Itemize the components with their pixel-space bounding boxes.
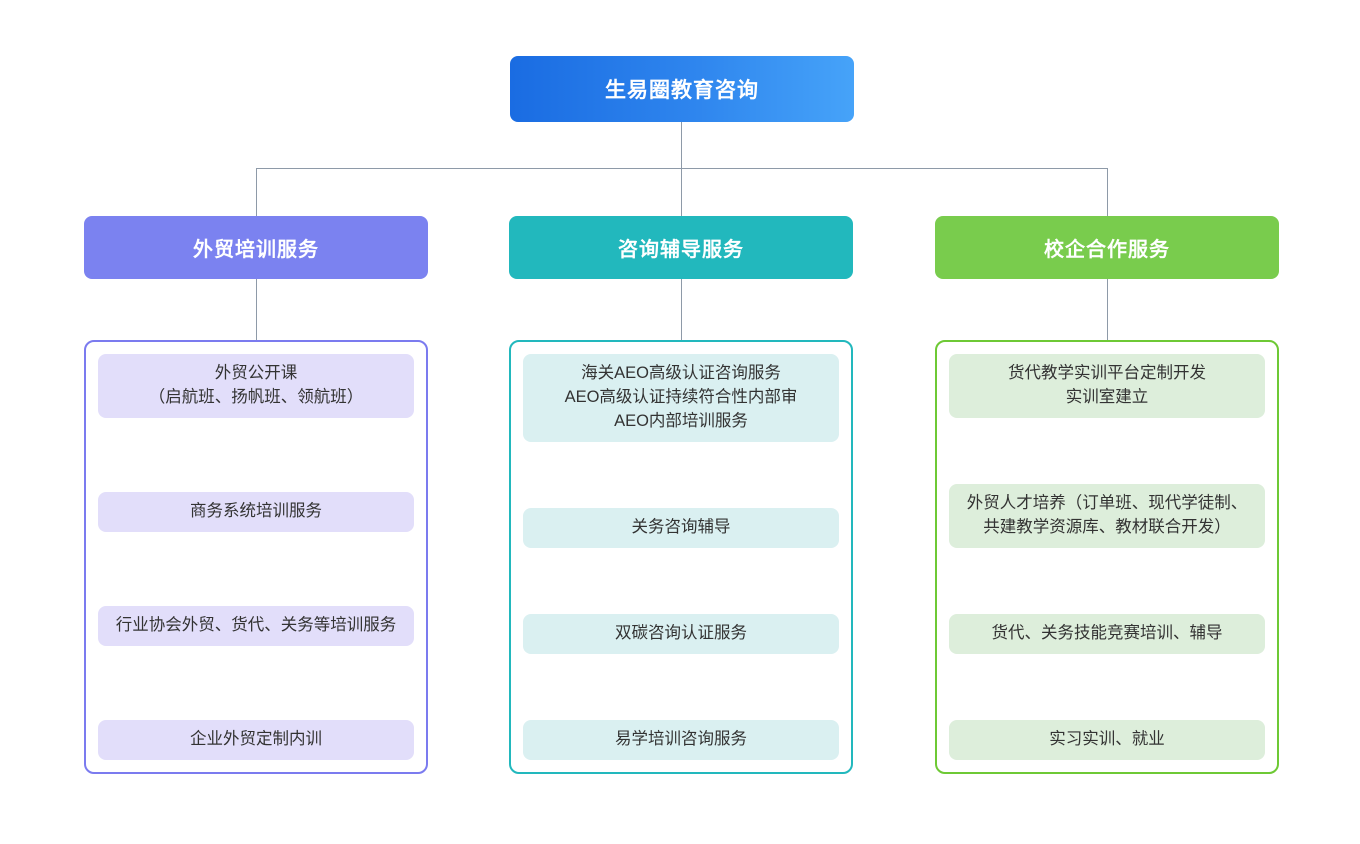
connector-header-to-panel-1 — [256, 279, 257, 340]
branch-column-2: 咨询辅导服务 海关AEO高级认证咨询服务 AEO高级认证持续符合性内部审 AEO… — [509, 216, 853, 774]
branch-1-item-3[interactable]: 行业协会外贸、货代、关务等培训服务 — [98, 606, 414, 646]
branch-2-item-4[interactable]: 易学培训咨询服务 — [523, 720, 839, 760]
root-node[interactable]: 生易圈教育咨询 — [510, 56, 854, 122]
connector-root-stem — [681, 122, 682, 168]
branch-header-2[interactable]: 咨询辅导服务 — [509, 216, 853, 279]
branch-1-item-2[interactable]: 商务系统培训服务 — [98, 491, 414, 532]
branch-3-item-4[interactable]: 实习实训、就业 — [949, 720, 1265, 760]
branch-panel-3: 货代教学实训平台定制开发 实训室建立 外贸人才培养（订单班、现代学徒制、共建教学… — [935, 340, 1279, 774]
branch-column-1: 外贸培训服务 外贸公开课 （启航班、扬帆班、领航班） 商务系统培训服务 行业协会… — [84, 216, 428, 774]
branch-3-item-2[interactable]: 外贸人才培养（订单班、现代学徒制、共建教学资源库、教材联合开发） — [949, 484, 1265, 548]
branch-3-item-1[interactable]: 货代教学实训平台定制开发 实训室建立 — [949, 354, 1265, 418]
branch-header-3[interactable]: 校企合作服务 — [935, 216, 1279, 279]
branch-3-item-3[interactable]: 货代、关务技能竞赛培训、辅导 — [949, 614, 1265, 654]
branch-2-item-2[interactable]: 关务咨询辅导 — [523, 507, 839, 548]
branch-panel-1: 外贸公开课 （启航班、扬帆班、领航班） 商务系统培训服务 行业协会外贸、货代、关… — [84, 340, 428, 774]
branch-header-1[interactable]: 外贸培训服务 — [84, 216, 428, 279]
connector-header-to-panel-2 — [681, 279, 682, 340]
branch-panel-2: 海关AEO高级认证咨询服务 AEO高级认证持续符合性内部审 AEO内部培训服务 … — [509, 340, 853, 774]
connector-horizontal-bus — [256, 168, 1108, 169]
branch-column-3: 校企合作服务 货代教学实训平台定制开发 实训室建立 外贸人才培养（订单班、现代学… — [935, 216, 1279, 774]
branch-2-item-3[interactable]: 双碳咨询认证服务 — [523, 614, 839, 654]
connector-drop-branch-3 — [1107, 168, 1108, 216]
connector-drop-branch-2 — [681, 168, 682, 216]
branch-2-item-1[interactable]: 海关AEO高级认证咨询服务 AEO高级认证持续符合性内部审 AEO内部培训服务 — [523, 354, 839, 442]
connector-drop-branch-1 — [256, 168, 257, 216]
branch-1-item-4[interactable]: 企业外贸定制内训 — [98, 720, 414, 760]
branch-1-item-1[interactable]: 外贸公开课 （启航班、扬帆班、领航班） — [98, 354, 414, 418]
connector-header-to-panel-3 — [1107, 279, 1108, 340]
